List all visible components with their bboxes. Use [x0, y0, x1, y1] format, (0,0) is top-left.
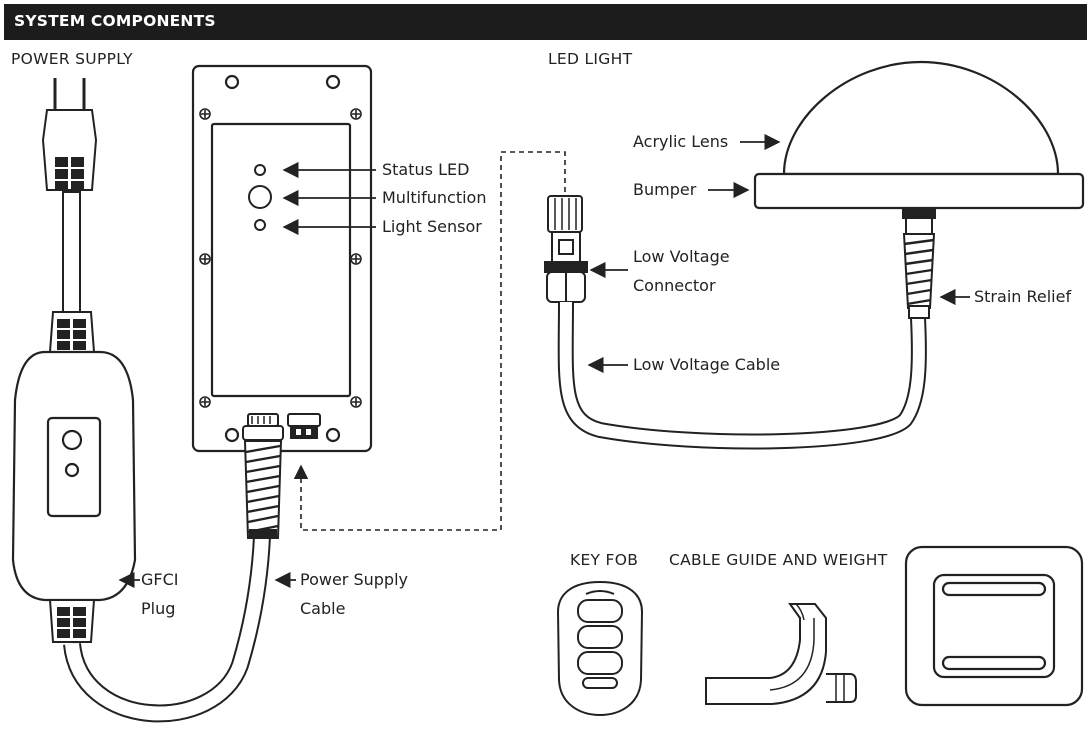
- fob-button-2: [577, 625, 623, 649]
- label-power-supply-cable-2: Cable: [300, 599, 346, 618]
- fob-button-1: [577, 599, 623, 623]
- multifunction-button: [248, 185, 272, 209]
- section-power-supply: POWER SUPPLY: [11, 50, 133, 68]
- fob-button-4: [582, 677, 618, 689]
- status-led-dot: [254, 164, 266, 176]
- cable-weight: [904, 545, 1084, 707]
- label-multifunction: Multifunction: [382, 188, 487, 207]
- gfci-plug: [11, 350, 137, 602]
- fob-button-3: [577, 651, 623, 675]
- label-low-voltage-connector-2: Connector: [633, 276, 716, 295]
- page-title: SYSTEM COMPONENTS: [14, 12, 216, 30]
- power-cable-strain-relief: [243, 440, 283, 539]
- wall-plug: [41, 78, 98, 191]
- power-supply-cable: [63, 535, 271, 723]
- label-strain-relief: Strain Relief: [974, 287, 1072, 306]
- title-bar: SYSTEM COMPONENTS: [4, 4, 1087, 40]
- box-glands: [242, 413, 321, 441]
- low-voltage-connector: [544, 195, 588, 303]
- low-voltage-cable: [557, 301, 927, 450]
- acrylic-lens: [782, 60, 1060, 176]
- led-light: [753, 60, 1085, 210]
- label-gfci-2: Plug: [141, 599, 176, 618]
- gfci-bottom-strain: [48, 599, 96, 643]
- key-fob: [556, 580, 644, 717]
- gfci-top-strain: [48, 311, 96, 353]
- light-sensor-dot: [254, 219, 266, 231]
- label-power-supply-cable-1: Power Supply: [300, 570, 408, 589]
- cable-guide: [705, 603, 857, 705]
- label-low-voltage-connector-1: Low Voltage: [633, 247, 730, 266]
- bumper: [753, 172, 1085, 210]
- label-status-led: Status LED: [382, 160, 470, 179]
- label-light-sensor: Light Sensor: [382, 217, 482, 236]
- callout-arrows: [118, 133, 970, 589]
- section-led-light: LED LIGHT: [548, 50, 633, 68]
- plug-cord: [62, 191, 81, 313]
- light-strain-relief: [902, 207, 936, 319]
- box-screws: [199, 108, 362, 408]
- box-indicators: [248, 164, 272, 231]
- label-low-voltage-cable: Low Voltage Cable: [633, 355, 781, 374]
- section-key-fob: KEY FOB: [570, 551, 639, 569]
- section-cable-guide: CABLE GUIDE AND WEIGHT: [669, 551, 888, 569]
- connection-dashed-line: [293, 151, 566, 531]
- control-box: [191, 64, 373, 453]
- label-gfci-1: GFCI: [141, 570, 179, 589]
- label-acrylic-lens: Acrylic Lens: [633, 132, 729, 151]
- label-bumper: Bumper: [633, 180, 697, 199]
